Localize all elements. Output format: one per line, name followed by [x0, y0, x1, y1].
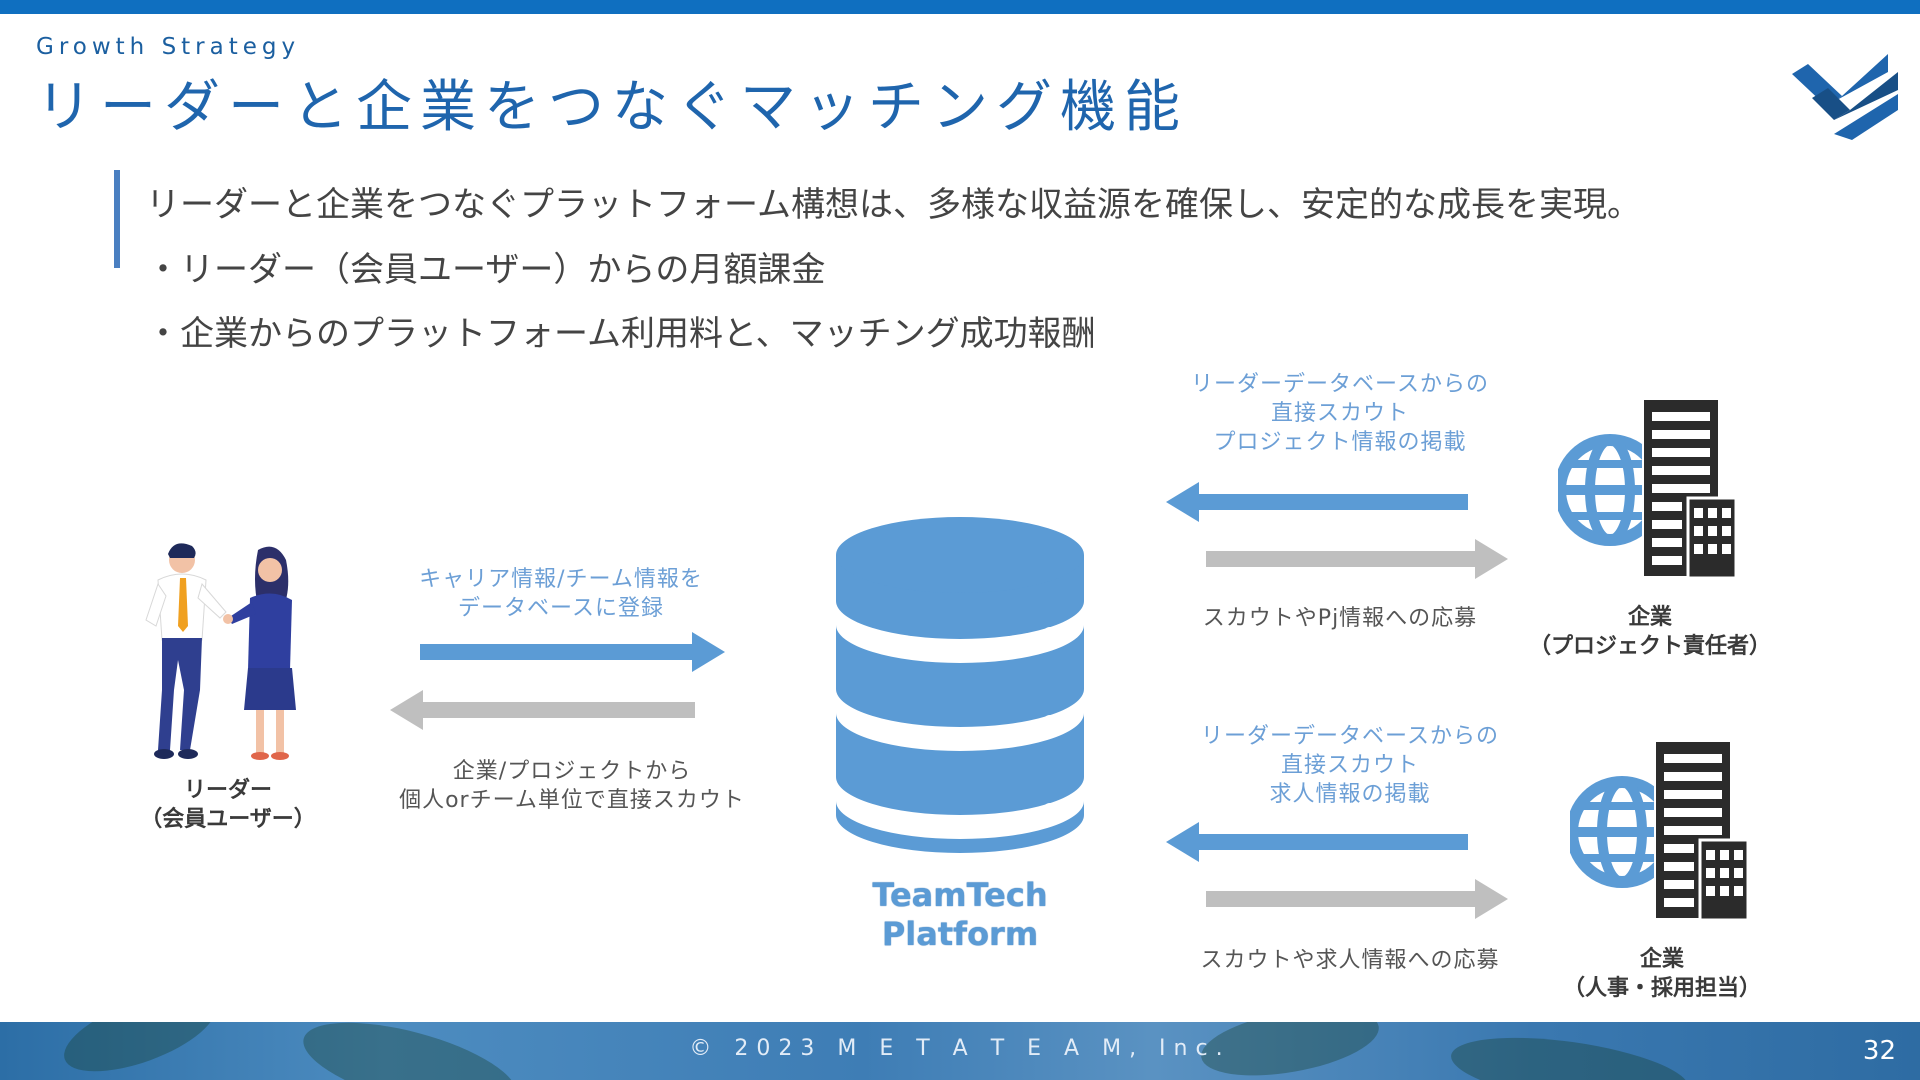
- page-title: リーダーと企業をつなぐマッチング機能: [36, 75, 1188, 140]
- intro-accent-line: [114, 170, 120, 268]
- company-building-globe-icon: [1558, 398, 1738, 580]
- company-bottom-label: 企業 （人事・採用担当）: [1562, 947, 1761, 1001]
- platform-label: TeamTech Platform: [872, 876, 1048, 953]
- intro-bullet-subscription: ・リーダー（会員ユーザー）からの月額課金: [146, 250, 826, 290]
- platform-scout-caption: 企業/プロジェクトから 個人orチーム単位で直接スカウト: [399, 759, 745, 813]
- company-bottom-to-platform-arrow: [1166, 822, 1468, 862]
- platform-to-company-bottom-arrow: [1206, 879, 1508, 919]
- intro-bullet-platform-fee: ・企業からのプラットフォーム利用料と、マッチング成功報酬: [146, 314, 1096, 354]
- section-label: Growth Strategy: [36, 34, 301, 60]
- platform-to-company-top-arrow: [1206, 539, 1508, 579]
- company-building-globe-icon: [1570, 740, 1750, 922]
- leader-to-platform-arrow: [420, 632, 725, 672]
- company-top-to-platform-arrow: [1166, 482, 1468, 522]
- page-number: 32: [1862, 1036, 1896, 1066]
- top-accent-bar: [0, 0, 1920, 14]
- leader-register-caption: キャリア情報/チーム情報を データベースに登録: [419, 567, 703, 621]
- company-bottom-inbound-caption: リーダーデータベースからの 直接スカウト 求人情報の掲載: [1201, 724, 1499, 807]
- metateam-logo-icon: [1792, 54, 1898, 140]
- intro-summary: リーダーと企業をつなぐプラットフォーム構想は、多様な収益源を確保し、安定的な成長…: [146, 185, 1641, 225]
- leaders-handshake-icon: [145, 543, 296, 760]
- database-icon: [836, 517, 1084, 853]
- copyright-text: © 2023 M E T A T E A M, Inc.: [689, 1036, 1231, 1061]
- company-top-label: 企業 （プロジェクト責任者）: [1528, 605, 1771, 659]
- company-top-inbound-caption: リーダーデータベースからの 直接スカウト プロジェクト情報の掲載: [1191, 372, 1489, 455]
- company-top-outbound-caption: スカウトやPj情報への応募: [1202, 606, 1478, 631]
- platform-to-leader-arrow: [390, 690, 695, 730]
- company-bottom-outbound-caption: スカウトや求人情報への応募: [1200, 948, 1500, 973]
- footer-bar: © 2023 M E T A T E A M, Inc. 32: [0, 1022, 1920, 1080]
- leader-label: リーダー （会員ユーザー）: [140, 778, 316, 832]
